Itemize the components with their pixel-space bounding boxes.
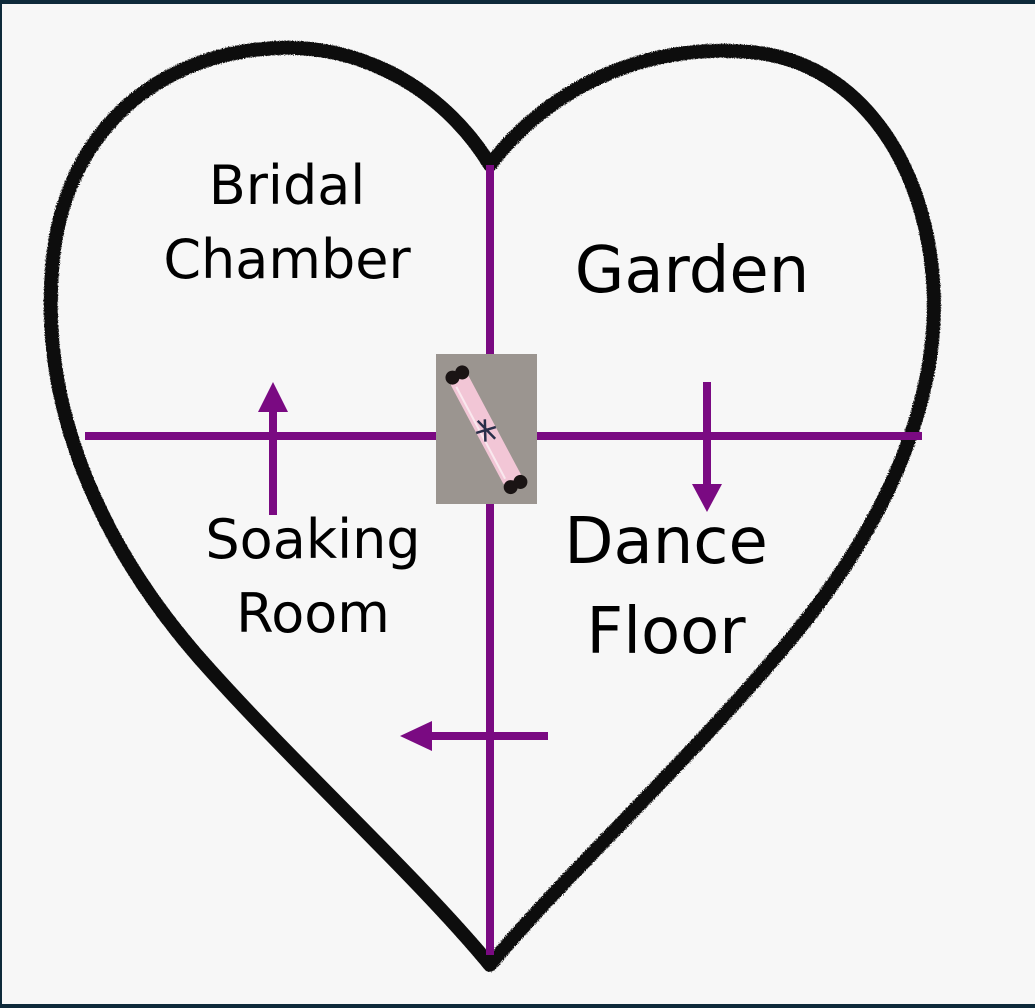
- label-dance: Dance: [564, 505, 768, 579]
- label-floor: Floor: [586, 595, 746, 669]
- label-room: Room: [236, 582, 390, 645]
- label-soaking: Soaking: [205, 508, 420, 571]
- scroll-image: [436, 354, 537, 504]
- label-bridal: Bridal: [209, 154, 366, 217]
- label-garden: Garden: [575, 234, 810, 308]
- label-chamber: Chamber: [163, 228, 411, 291]
